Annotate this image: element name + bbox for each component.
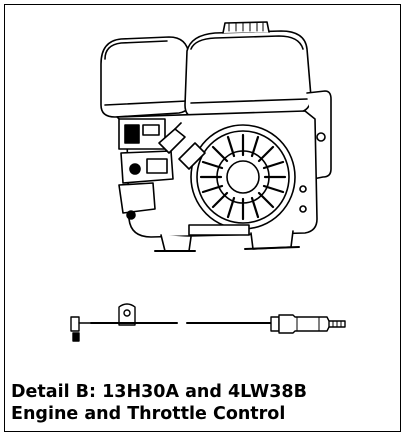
caption-line-2: Engine and Throttle Control — [11, 404, 286, 424]
figure-caption: Detail B: 13H30A and 4LW38B Engine and T… — [11, 381, 401, 425]
throttle-cable-illustration — [70, 303, 346, 342]
engine-illustration — [100, 21, 332, 252]
figure-frame: Detail B: 13H30A and 4LW38B Engine and T… — [4, 4, 401, 432]
caption-line-1: Detail B: 13H30A and 4LW38B — [11, 382, 307, 402]
